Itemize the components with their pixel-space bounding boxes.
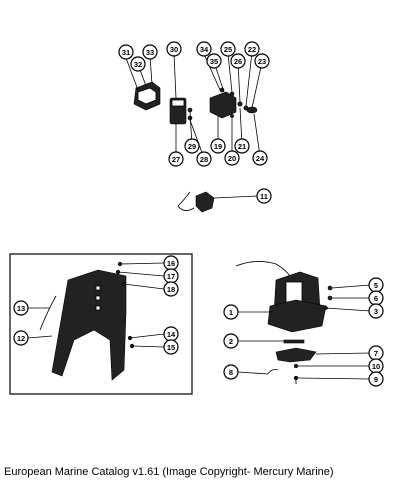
svg-text:22: 22: [248, 45, 256, 54]
callout-24: 24: [252, 150, 268, 166]
fitting-5: [327, 285, 333, 291]
svg-text:28: 28: [200, 155, 208, 164]
svg-text:35: 35: [210, 57, 218, 66]
svg-text:26: 26: [234, 57, 242, 66]
pump-motor-group: [235, 261, 371, 384]
callout-5: 5: [368, 277, 384, 293]
svg-text:27: 27: [172, 155, 180, 164]
switch-nut-a: [237, 101, 243, 107]
washer-6: [327, 295, 333, 301]
switch-housing: [209, 91, 237, 119]
svg-text:10: 10: [372, 362, 380, 371]
callout-17: 17: [163, 268, 179, 284]
switch-washer: [230, 114, 234, 118]
hose-8: [267, 369, 279, 375]
svg-text:32: 32: [134, 60, 142, 69]
callout-7: 7: [368, 345, 384, 361]
bracket-7: [275, 347, 317, 363]
callout-8: 8: [223, 364, 239, 380]
trim-strip: [39, 295, 57, 331]
callout-14: 14: [163, 326, 179, 342]
callout-9: 9: [368, 371, 384, 387]
callout-16: 16: [163, 255, 179, 271]
callout-31: 31: [118, 44, 134, 60]
svg-text:11: 11: [260, 192, 268, 201]
switch-screw-b: [229, 91, 235, 97]
callout-32: 32: [130, 56, 146, 72]
svg-text:18: 18: [167, 285, 175, 294]
pump-base: [267, 299, 327, 333]
svg-text:29: 29: [188, 142, 196, 151]
svg-text:13: 13: [17, 304, 25, 313]
svg-text:8: 8: [229, 368, 233, 377]
callout-12: 12: [13, 330, 29, 346]
callout-25: 25: [220, 41, 236, 57]
callout-19: 19: [210, 138, 226, 154]
svg-text:2: 2: [229, 337, 233, 346]
svg-text:31: 31: [122, 48, 130, 57]
callout-28: 28: [196, 151, 212, 167]
wiring-harness-group: [177, 191, 259, 213]
svg-text:3: 3: [374, 307, 378, 316]
inset-frame: [9, 253, 193, 395]
callout-34: 34: [196, 41, 212, 57]
screw-10: [293, 363, 299, 369]
svg-text:19: 19: [214, 142, 222, 151]
small-washer: [187, 107, 193, 113]
callout-11: 11: [256, 188, 272, 204]
cover-plate-group: [27, 261, 165, 381]
svg-text:20: 20: [228, 154, 236, 163]
callout-23: 23: [254, 53, 270, 69]
svg-text:34: 34: [200, 45, 209, 54]
callout-22: 22: [244, 41, 260, 57]
callout-35: 35: [206, 53, 222, 69]
callout-3: 3: [368, 303, 384, 319]
pump-wires: [235, 261, 291, 277]
solenoid-cap: [171, 99, 185, 107]
callout-33: 33: [142, 44, 158, 60]
svg-text:21: 21: [238, 142, 246, 151]
svg-text:1: 1: [229, 308, 233, 317]
callout-13: 13: [13, 300, 29, 316]
callout-1: 1: [223, 304, 239, 320]
callout-30: 30: [166, 41, 182, 57]
cover-hole-a: [95, 285, 101, 291]
callout-29: 29: [184, 138, 200, 154]
svg-text:15: 15: [167, 343, 175, 352]
callout-21: 21: [234, 138, 250, 154]
svg-text:5: 5: [374, 281, 378, 290]
callout-6: 6: [368, 290, 384, 306]
svg-text:30: 30: [170, 45, 178, 54]
svg-text:33: 33: [146, 48, 154, 57]
svg-text:14: 14: [167, 330, 176, 339]
svg-text:25: 25: [224, 45, 232, 54]
harness-wire: [177, 191, 195, 211]
bracket-face: [137, 87, 157, 105]
label-2: [283, 339, 305, 344]
svg-text:9: 9: [374, 375, 378, 384]
svg-text:24: 24: [256, 154, 265, 163]
callout-10: 10: [368, 358, 384, 374]
cover-hole-b: [95, 295, 101, 301]
svg-text:16: 16: [167, 259, 175, 268]
svg-text:23: 23: [258, 57, 266, 66]
image-caption: European Marine Catalog v1.61 (Image Cop…: [4, 466, 334, 478]
callout-27: 27: [168, 151, 184, 167]
svg-text:7: 7: [374, 349, 378, 358]
cover-plate: [51, 269, 127, 381]
harness-plug: [195, 191, 215, 213]
callout-15: 15: [163, 339, 179, 355]
callout-26: 26: [230, 53, 246, 69]
cover-hole-c: [95, 305, 101, 311]
pump-reservoir: [285, 281, 303, 303]
callout-18: 18: [163, 281, 179, 297]
callout-2: 2: [223, 333, 239, 349]
callout-20: 20: [224, 150, 240, 166]
svg-text:17: 17: [167, 272, 175, 281]
svg-text:6: 6: [374, 294, 378, 303]
svg-text:12: 12: [17, 334, 25, 343]
